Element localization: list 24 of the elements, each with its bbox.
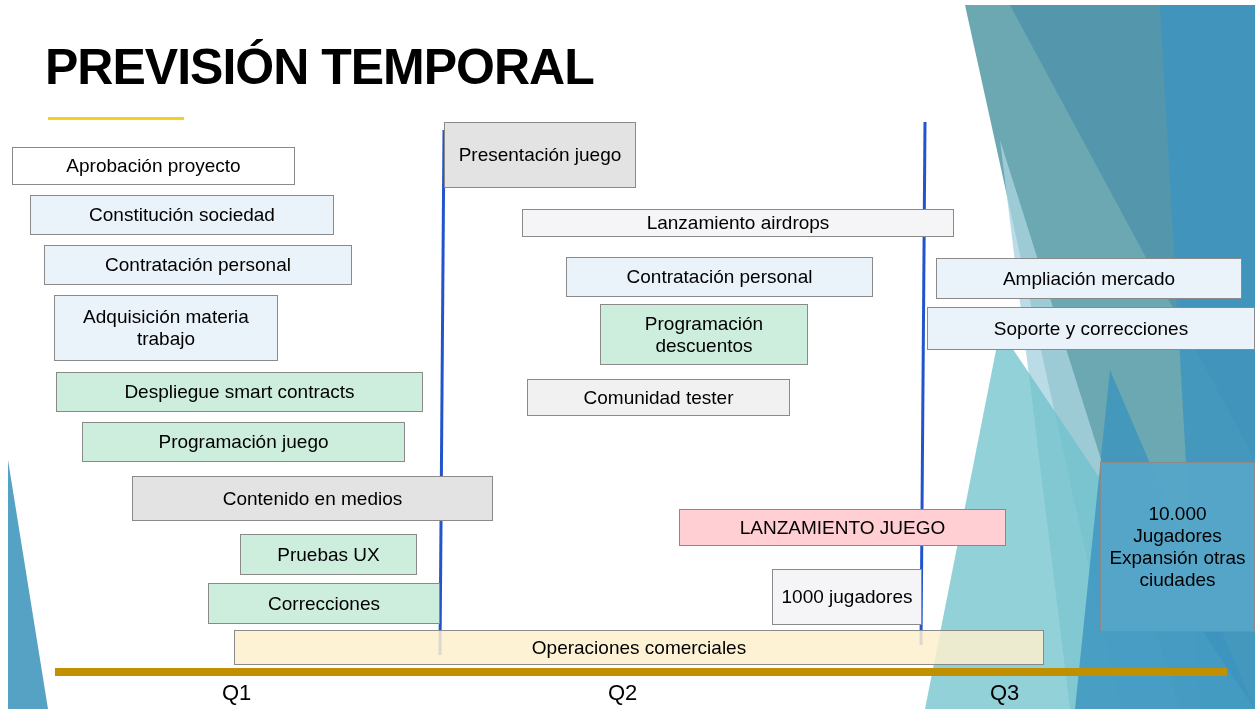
task-bar: Lanzamiento airdrops: [522, 209, 954, 237]
task-bar: Constitución sociedad: [30, 195, 334, 235]
task-bar: Ampliación mercado: [936, 258, 1242, 299]
task-bar: Contratación personal: [44, 245, 352, 285]
task-bar: Pruebas UX: [240, 534, 417, 575]
task-bar: Comunidad tester: [527, 379, 790, 416]
task-bar: Operaciones comerciales: [234, 630, 1044, 665]
task-bar: Aprobación proyecto: [12, 147, 295, 185]
task-bar: Soporte y correcciones: [927, 307, 1255, 350]
task-bar: Despliegue smart contracts: [56, 372, 423, 412]
quarter-label: Q3: [990, 680, 1020, 706]
task-bar: LANZAMIENTO JUEGO: [679, 509, 1006, 546]
task-bar: Programación juego: [82, 422, 405, 462]
task-bar: Contenido en medios: [132, 476, 493, 521]
task-bar: Contratación personal: [566, 257, 873, 297]
task-bar: 1000 jugadores: [772, 569, 922, 625]
quarter-label: Q2: [608, 680, 638, 706]
task-bar: Correcciones: [208, 583, 440, 624]
quarter-label: Q1: [222, 680, 252, 706]
task-bar: Presentación juego: [444, 122, 636, 188]
slide-title: PREVISIÓN TEMPORAL: [45, 38, 594, 96]
task-bar: Programación descuentos: [600, 304, 808, 365]
task-bar: 10.000 Jugadores Expansión otras ciudades: [1100, 462, 1255, 632]
task-bar: Adquisición materia trabajo: [54, 295, 278, 361]
